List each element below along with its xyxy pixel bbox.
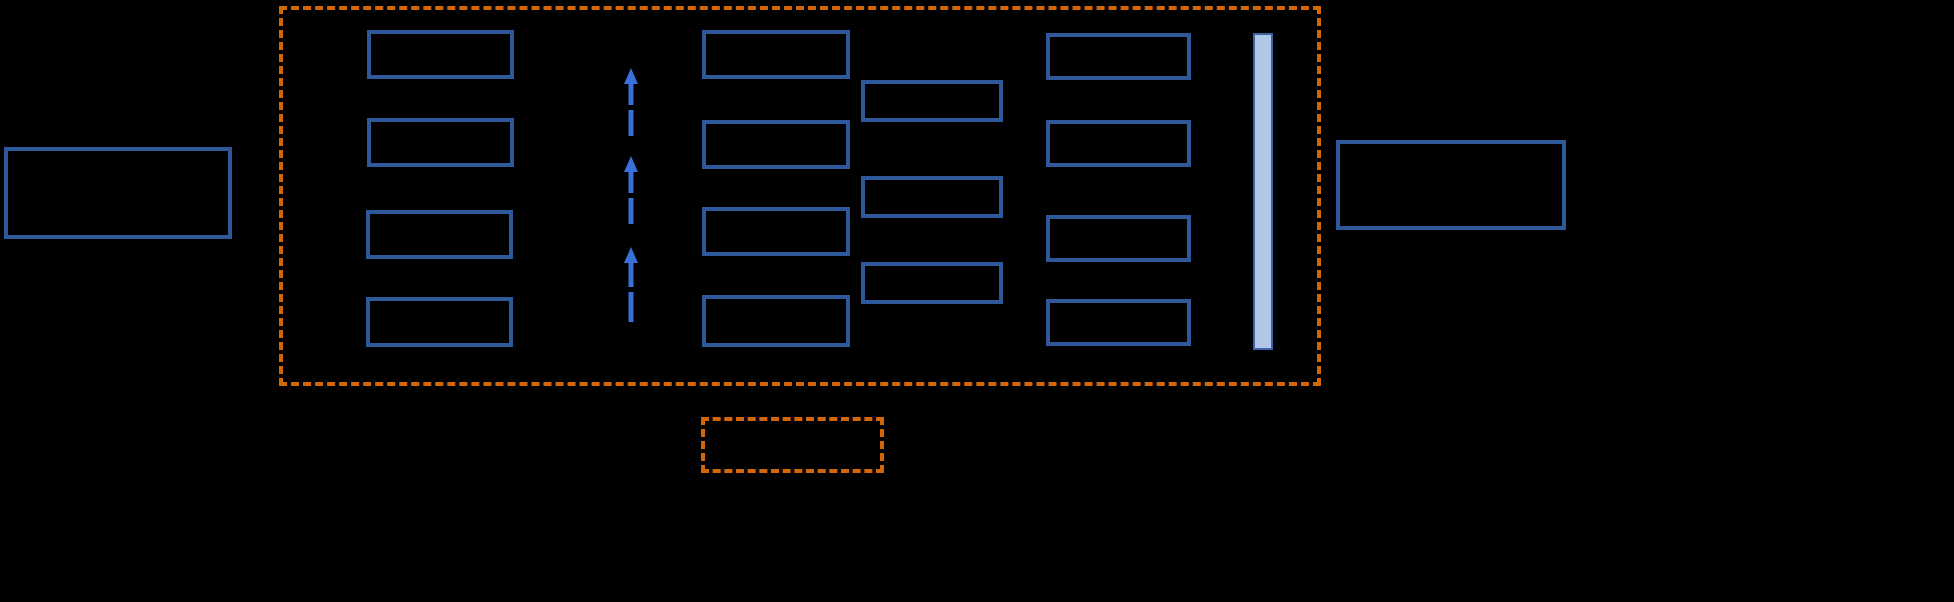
column-three-box-3[interactable] — [861, 262, 1003, 304]
column-three-box-1[interactable] — [861, 80, 1003, 122]
arrow-up-3 — [621, 247, 641, 322]
dashed-group-container[interactable] — [279, 6, 1321, 386]
legend-dashed-box[interactable] — [701, 417, 884, 473]
column-one-box-3[interactable] — [366, 210, 513, 259]
column-two-box-3[interactable] — [702, 207, 850, 256]
column-two-box-1[interactable] — [702, 30, 850, 79]
vertical-bus-bar[interactable] — [1253, 33, 1273, 350]
column-one-box-4[interactable] — [366, 297, 513, 347]
column-four-box-4[interactable] — [1046, 299, 1191, 346]
column-two-box-4[interactable] — [702, 295, 850, 347]
column-four-box-2[interactable] — [1046, 120, 1191, 167]
arrow-up-2 — [621, 156, 641, 224]
column-four-box-1[interactable] — [1046, 33, 1191, 80]
column-two-box-2[interactable] — [702, 120, 850, 169]
column-three-box-2[interactable] — [861, 176, 1003, 218]
arrow-up-1 — [621, 68, 641, 136]
left-node-box[interactable] — [4, 147, 232, 239]
column-one-box-1[interactable] — [367, 30, 514, 79]
column-one-box-2[interactable] — [367, 118, 514, 167]
column-four-box-3[interactable] — [1046, 215, 1191, 262]
right-node-box[interactable] — [1336, 140, 1566, 230]
